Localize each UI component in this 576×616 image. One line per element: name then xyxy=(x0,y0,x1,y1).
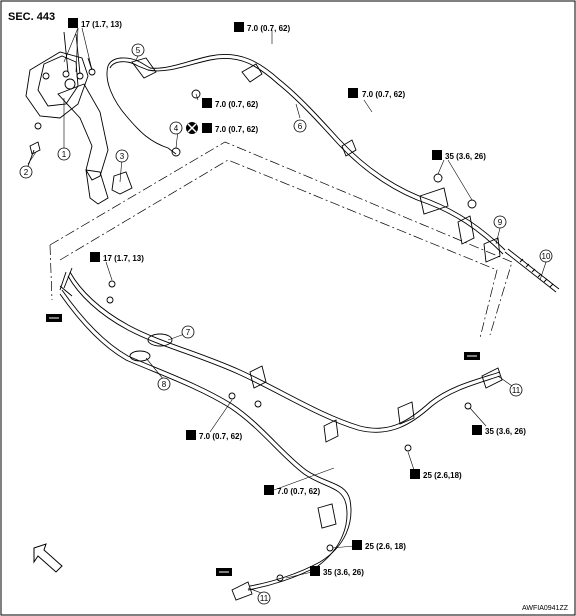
callout-2: 2 xyxy=(19,165,33,179)
torque-wrench-icon xyxy=(234,22,244,32)
callout-11-right: 11 xyxy=(509,383,523,397)
callout-4: 4 xyxy=(169,121,183,135)
torque-label-7-bracket-top: 7.0 (0.7, 62) xyxy=(234,22,290,33)
callout-6: 6 xyxy=(293,119,307,133)
torque-label-7-rear-center: 7.0 (0.7, 62) xyxy=(264,485,320,496)
torque-value: 7.0 (0.7, 62) xyxy=(277,487,320,496)
torque-wrench-icon xyxy=(202,98,212,108)
svg-text:8: 8 xyxy=(162,380,167,389)
torque-wrench-icon xyxy=(310,566,320,576)
svg-text:6: 6 xyxy=(298,122,303,131)
torque-value: 35 (3.6, 26) xyxy=(485,427,526,436)
torque-value: 7.0 (0.7, 62) xyxy=(215,125,258,134)
svg-text:1: 1 xyxy=(62,150,67,159)
pedal-pad xyxy=(111,171,133,195)
svg-text:9: 9 xyxy=(498,218,503,227)
torque-wrench-icon xyxy=(410,469,420,479)
torque-value: 7.0 (0.7, 62) xyxy=(362,90,405,99)
torque-wrench-icon xyxy=(348,88,358,98)
vehicle-body-outline xyxy=(49,141,513,339)
lubrication-icon xyxy=(216,568,232,576)
do-not-reuse-icon xyxy=(186,122,198,134)
torque-label-7-nut: 7.0 (0.7, 62) xyxy=(202,98,258,109)
torque-wrench-icon xyxy=(352,540,362,550)
parking-brake-pedal-assembly xyxy=(25,31,109,205)
torque-value: 7.0 (0.7, 62) xyxy=(199,432,242,441)
torque-wrench-icon xyxy=(90,252,100,262)
svg-text:7: 7 xyxy=(186,328,191,337)
torque-wrench-icon xyxy=(68,18,78,28)
torque-label-35-front: 35 (3.6, 26) xyxy=(432,150,486,161)
torque-value: 7.0 (0.7, 62) xyxy=(247,24,290,33)
lubrication-icon xyxy=(46,314,62,322)
torque-value: 25 (2.6,18) xyxy=(423,471,462,480)
section-title: SEC. 443 xyxy=(8,11,55,23)
torque-wrench-icon xyxy=(202,123,212,133)
callout-11-lower: 11 xyxy=(257,591,271,605)
torque-wrench-icon xyxy=(186,430,196,440)
torque-value: 17 (1.7, 13) xyxy=(81,20,122,29)
torque-label-7-bracket-right: 7.0 (0.7, 62) xyxy=(348,88,405,99)
torque-label-35-right: 35 (3.6, 26) xyxy=(472,425,526,436)
callout-7: 7 xyxy=(181,325,195,339)
callout-10: 10 xyxy=(539,249,553,263)
svg-text:10: 10 xyxy=(542,252,551,261)
adjusting-rod xyxy=(504,248,560,293)
callout-5: 5 xyxy=(131,43,145,57)
torque-label-17-rear: 17 (1.7, 13) xyxy=(90,252,144,263)
svg-text:3: 3 xyxy=(120,152,125,161)
torque-value: 25 (2.6, 18) xyxy=(365,542,406,551)
torque-value: 35 (3.6, 26) xyxy=(445,152,486,161)
torque-value: 35 (3.6, 26) xyxy=(323,568,364,577)
svg-text:5: 5 xyxy=(136,46,141,55)
torque-label-25-lower: 25 (2.6, 18) xyxy=(352,540,406,551)
callout-9: 9 xyxy=(493,215,507,229)
pedal-bolt xyxy=(27,141,41,167)
torque-wrench-icon xyxy=(432,150,442,160)
svg-text:4: 4 xyxy=(174,124,179,133)
callout-8: 8 xyxy=(157,377,171,391)
svg-text:2: 2 xyxy=(24,168,29,177)
figure-code: AWFIA0941ZZ xyxy=(522,605,569,612)
front-arrow-icon xyxy=(33,543,63,573)
front-cable xyxy=(106,54,506,255)
front-cable-brackets xyxy=(171,63,501,263)
torque-value: 17 (1.7, 13) xyxy=(103,254,144,263)
torque-label-7-no-reuse: 7.0 (0.7, 62) xyxy=(186,122,258,134)
callout-3: 3 xyxy=(115,149,129,163)
torque-label-17-pedal: 17 (1.7, 13) xyxy=(68,18,122,29)
rear-cables xyxy=(59,267,503,601)
lubrication-icon xyxy=(464,352,480,360)
svg-text:11: 11 xyxy=(512,386,521,395)
torque-label-35-lower: 35 (3.6, 26) xyxy=(310,566,364,577)
svg-text:11: 11 xyxy=(260,594,269,603)
torque-value: 7.0 (0.7, 62) xyxy=(215,100,258,109)
torque-label-25-center: 25 (2.6,18) xyxy=(410,469,462,480)
torque-label-7-rear-left: 7.0 (0.7, 62) xyxy=(186,430,242,441)
torque-wrench-icon xyxy=(472,425,482,435)
callout-1: 1 xyxy=(57,147,71,161)
torque-wrench-icon xyxy=(264,485,274,495)
